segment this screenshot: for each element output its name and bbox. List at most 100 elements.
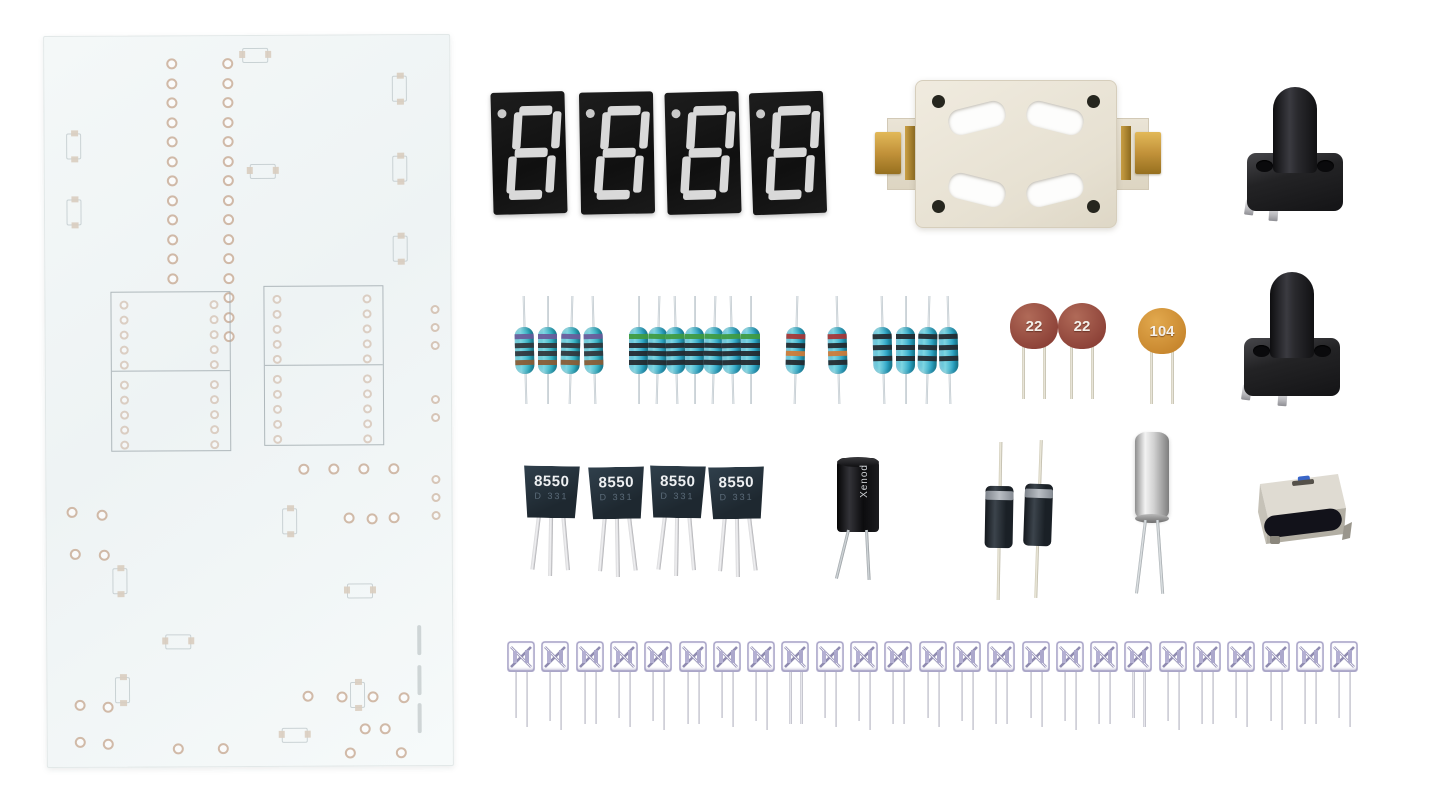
resistor-body: [629, 327, 648, 374]
led-leg: [1349, 672, 1352, 727]
pcb-hole: [209, 380, 219, 390]
resistor-lead: [946, 295, 950, 330]
led-leg: [1246, 672, 1249, 727]
pcb-hole: [166, 155, 178, 167]
transistor-part-number: 8550: [598, 473, 635, 492]
resistor-lead: [750, 372, 753, 404]
resistor-color-band: [685, 342, 704, 348]
transistor-leg: [614, 516, 620, 578]
transistor-batch-code: D 331: [719, 491, 754, 503]
pcb-hole: [367, 691, 379, 703]
transistor-leg: [734, 516, 740, 578]
resistor-color-band: [561, 333, 581, 340]
battery-holder: [873, 78, 1163, 230]
led: [1124, 641, 1154, 737]
capacitor-leg: [1043, 341, 1046, 399]
led-leg: [800, 672, 803, 724]
ecap-can: [837, 458, 879, 532]
pcb-text-marking: [417, 665, 422, 696]
resistor-body: [827, 326, 848, 375]
diode-lead: [998, 441, 1003, 489]
battery-holder-mount-hole: [1087, 200, 1100, 213]
resistor-lead: [547, 296, 550, 329]
pcb-hole: [430, 304, 440, 315]
pcb-hole: [359, 723, 371, 735]
pcb-hole: [431, 474, 441, 485]
resistor-lead: [568, 371, 572, 405]
crystal-leg: [1134, 519, 1147, 594]
pcb-hole: [166, 58, 178, 70]
resistor-body: [583, 326, 604, 375]
resistor-color-band: [584, 350, 604, 357]
resistor-lead: [793, 371, 797, 405]
pcb-hole: [223, 253, 235, 265]
led-body: [541, 641, 569, 672]
usb-c-connector: [1240, 468, 1356, 560]
resistor-color-band: [583, 342, 603, 348]
pcb-hole: [363, 434, 373, 444]
pcb-hole: [210, 440, 220, 450]
led-body: [507, 641, 535, 672]
pcb-hole: [119, 315, 129, 325]
resistor-color-band: [665, 333, 685, 340]
led-leg: [652, 672, 655, 721]
resistor-color-band: [917, 355, 937, 362]
resistor-color-band: [918, 333, 938, 340]
resistor: [538, 296, 558, 404]
pcb-footprint: [165, 634, 192, 650]
led-body: [815, 641, 844, 672]
resistor-body: [560, 326, 581, 375]
led-body: [953, 641, 981, 672]
battery-holder-contact-clip: [905, 126, 915, 180]
pcb-hole: [120, 440, 130, 450]
transistor-leg: [627, 516, 638, 571]
pcb-footprint: [282, 508, 298, 535]
capacitor-disc: 104: [1138, 308, 1186, 354]
resistor-lead: [657, 295, 661, 330]
capacitor-leg: [1070, 341, 1073, 399]
resistor-color-band: [721, 333, 741, 340]
button-base-hole: [1256, 160, 1273, 172]
pcb-hole: [362, 354, 372, 364]
led-leg: [1006, 672, 1009, 724]
led-body: [1296, 641, 1324, 672]
led: [610, 641, 640, 737]
led-leg: [1314, 672, 1318, 724]
button-plunger: [1273, 87, 1317, 173]
pcb-hole: [362, 309, 372, 319]
resistor-color-band: [515, 359, 535, 365]
resistor-color-band: [896, 356, 915, 361]
diode-lead: [1038, 439, 1043, 487]
led-leg: [583, 672, 586, 724]
pcb-hole: [388, 463, 400, 475]
battery-holder-mount-hole: [932, 200, 945, 213]
resistor-color-band: [514, 333, 534, 340]
resistor-body: [896, 327, 915, 374]
capacitor-leg: [1171, 346, 1174, 404]
resistor-lead: [655, 371, 659, 405]
resistor-lead: [927, 295, 931, 330]
resistor-color-band: [648, 333, 668, 340]
pcb-hole: [344, 747, 356, 759]
pcb-hole: [395, 747, 407, 759]
led-leg: [1063, 672, 1066, 721]
led-body: [1090, 641, 1118, 672]
pcb-hole: [362, 339, 372, 349]
resistor-color-band: [629, 334, 648, 339]
led-leg: [926, 672, 929, 718]
resistor-color-band: [896, 334, 915, 339]
crystal-can: [1135, 432, 1169, 520]
tactile-button: [1240, 272, 1348, 407]
resistor-color-band: [828, 359, 848, 365]
resistor-color-band: [872, 344, 892, 351]
pcb-hole: [217, 743, 229, 755]
diode-body: [1023, 483, 1054, 547]
pcb-hole: [336, 691, 348, 703]
resistor-lead: [570, 295, 574, 330]
pcb-hole: [102, 701, 114, 713]
capacitor-leg: [1150, 346, 1153, 404]
resistor-color-band: [584, 359, 604, 365]
battery-holder-cutout: [1023, 98, 1087, 138]
pcb-hole: [222, 194, 234, 206]
